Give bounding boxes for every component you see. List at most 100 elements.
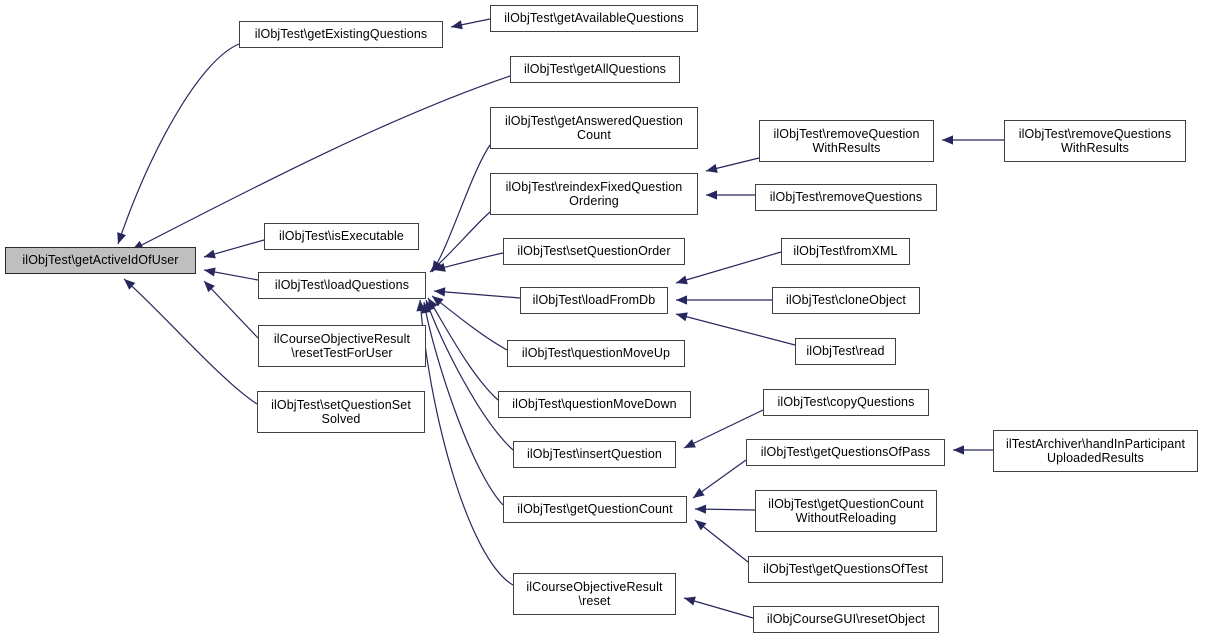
graph-node-label: ilObjTest\getAllQuestions xyxy=(523,62,667,77)
graph-node-ilobjtest-fromxml[interactable]: ilObjTest\fromXML xyxy=(781,238,910,265)
edge-n14-to-n10 xyxy=(433,287,521,299)
graph-node-ilobjtest-getquestionsofpass[interactable]: ilObjTest\getQuestionsOfPass xyxy=(746,439,945,466)
graph-node-label: ilObjTest\removeQuestion WithResults xyxy=(773,126,920,156)
graph-node-ilcourseobjectiveresult-reset[interactable]: ilCourseObjectiveResult \reset xyxy=(513,573,676,615)
graph-node-ilobjtest-getexistingquestions[interactable]: ilObjTest\getExistingQuestions xyxy=(239,21,443,48)
edge-n5-to-n10 xyxy=(429,211,491,273)
edge-n18-to-n10 xyxy=(431,295,508,351)
edge-n22-to-n24 xyxy=(692,459,747,499)
arrowhead-icon xyxy=(416,300,426,312)
graph-node-label: ilObjTest\reindexFixedQuestion Ordering xyxy=(505,179,683,209)
arrowhead-icon xyxy=(204,281,215,293)
edge-n1-to-n0 xyxy=(117,43,240,245)
graph-node-ilobjtest-copyquestions[interactable]: ilObjTest\copyQuestions xyxy=(763,389,929,416)
edge-n20-to-n10 xyxy=(425,299,514,451)
edge-n21-to-n20 xyxy=(683,409,764,449)
graph-node-label: ilObjTest\loadFromDb xyxy=(532,293,656,308)
graph-node-ilobjtest-read[interactable]: ilObjTest\read xyxy=(795,338,896,365)
graph-node-ilobjtest-getquestionsoftest[interactable]: ilObjTest\getQuestionsOfTest xyxy=(748,556,943,583)
graph-node-label: ilObjTest\loadQuestions xyxy=(274,278,410,293)
graph-node-label: ilObjTest\setQuestionOrder xyxy=(517,244,671,259)
graph-node-ilobjtest-questionmoveup[interactable]: ilObjTest\questionMoveUp xyxy=(507,340,685,367)
arrowhead-icon xyxy=(676,275,688,285)
edge-n25-to-n24 xyxy=(694,504,756,514)
edge-n9-to-n0 xyxy=(203,239,265,259)
graph-node-label: ilObjTest\getQuestionsOfPass xyxy=(760,445,931,460)
graph-node-ilobjtest-setquestionset-solved[interactable]: ilObjTest\setQuestionSet Solved xyxy=(257,391,425,433)
graph-node-label: ilObjTest\insertQuestion xyxy=(526,447,662,462)
graph-node-iltestarchiver-handinparticipant-uploadedresults[interactable]: ilTestArchiver\handInParticipant Uploade… xyxy=(993,430,1198,472)
arrowhead-icon xyxy=(204,249,216,259)
arrowhead-icon xyxy=(430,261,442,272)
edge-n23-to-n22 xyxy=(953,445,993,455)
graph-node-label: ilObjTest\getQuestionCount xyxy=(517,502,673,517)
graph-node-label: ilTestArchiver\handInParticipant Uploade… xyxy=(1005,436,1186,466)
graph-node-label: ilObjTest\removeQuestions WithResults xyxy=(1018,126,1172,156)
arrowhead-icon xyxy=(942,135,953,145)
graph-node-label: ilObjCourseGUI\resetObject xyxy=(766,612,926,627)
graph-node-ilobjtest-removequestions[interactable]: ilObjTest\removeQuestions xyxy=(755,184,937,211)
edge-n27-to-n0 xyxy=(416,299,514,586)
graph-node-label: ilObjTest\isExecutable xyxy=(278,229,405,244)
edge-n8-to-n6 xyxy=(942,135,1004,145)
graph-node-ilobjtest-removequestions-withresults[interactable]: ilObjTest\removeQuestions WithResults xyxy=(1004,120,1186,162)
edge-n12-to-n0 xyxy=(123,278,258,405)
arrowhead-icon xyxy=(432,296,444,307)
arrowhead-icon xyxy=(434,262,446,272)
edge-n16-to-n14 xyxy=(676,295,772,305)
graph-node-label: ilObjTest\getExistingQuestions xyxy=(254,27,428,42)
graph-node-ilobjtest-cloneobject[interactable]: ilObjTest\cloneObject xyxy=(772,287,920,314)
graph-node-ilobjcoursegui-resetobject[interactable]: ilObjCourseGUI\resetObject xyxy=(753,606,939,633)
edge-n28-to-n27 xyxy=(683,596,754,619)
graph-node-label: ilCourseObjectiveResult \resetTestForUse… xyxy=(273,331,411,361)
graph-node-label: ilCourseObjectiveResult \reset xyxy=(526,579,663,609)
edge-n11-to-n0 xyxy=(203,280,259,339)
graph-node-label: ilObjTest\questionMoveDown xyxy=(512,397,677,412)
graph-node-label: ilObjTest\getQuestionCount WithoutReload… xyxy=(768,496,924,526)
graph-node-label: ilObjTest\getAvailableQuestions xyxy=(504,11,684,26)
arrowhead-icon xyxy=(434,287,446,297)
graph-node-ilobjtest-getansweredquestion-count[interactable]: ilObjTest\getAnsweredQuestion Count xyxy=(490,107,698,149)
graph-node-ilobjtest-getquestioncount-withoutreloading[interactable]: ilObjTest\getQuestionCount WithoutReload… xyxy=(755,490,937,532)
graph-node-ilobjtest-isexecutable[interactable]: ilObjTest\isExecutable xyxy=(264,223,419,250)
edge-n10-to-n0 xyxy=(203,267,259,281)
edge-n4-to-n10 xyxy=(431,144,491,273)
edge-n24-to-n10 xyxy=(421,301,504,506)
edge-n2-to-n1 xyxy=(450,18,491,30)
graph-node-ilobjtest-loadfromdb[interactable]: ilObjTest\loadFromDb xyxy=(520,287,668,314)
edge-n6-to-n5 xyxy=(705,157,760,173)
graph-node-ilobjtest-getactiveidofuser[interactable]: ilObjTest\getActiveIdOfUser xyxy=(5,247,196,274)
arrowhead-icon xyxy=(421,302,431,314)
edge-n13-to-n10 xyxy=(433,252,504,272)
graph-node-label: ilObjTest\copyQuestions xyxy=(777,395,915,410)
arrowhead-icon xyxy=(684,439,696,448)
edge-n17-to-n14 xyxy=(675,312,796,346)
graph-node-label: ilObjTest\getQuestionsOfTest xyxy=(763,562,928,577)
arrowhead-icon xyxy=(676,312,688,322)
graph-node-label: ilObjTest\read xyxy=(806,344,885,359)
arrowhead-icon xyxy=(695,520,707,531)
edge-n15-to-n14 xyxy=(675,251,782,285)
edge-n26-to-n24 xyxy=(694,519,749,563)
graph-node-label: ilObjTest\questionMoveUp xyxy=(521,346,671,361)
graph-node-ilobjtest-insertquestion[interactable]: ilObjTest\insertQuestion xyxy=(513,441,676,468)
graph-node-ilobjtest-questionmovedown[interactable]: ilObjTest\questionMoveDown xyxy=(498,391,691,418)
arrowhead-icon xyxy=(451,20,463,30)
graph-node-ilobjtest-getallquestions[interactable]: ilObjTest\getAllQuestions xyxy=(510,56,680,83)
arrowhead-icon xyxy=(117,232,126,244)
arrowhead-icon xyxy=(693,487,705,498)
graph-node-ilobjtest-getavailablequestions[interactable]: ilObjTest\getAvailableQuestions xyxy=(490,5,698,32)
graph-node-ilobjtest-removequestion-withresults[interactable]: ilObjTest\removeQuestion WithResults xyxy=(759,120,934,162)
graph-node-ilobjtest-loadquestions[interactable]: ilObjTest\loadQuestions xyxy=(258,272,426,299)
arrowhead-icon xyxy=(676,295,687,305)
arrowhead-icon xyxy=(124,279,136,290)
graph-node-ilobjtest-getquestioncount[interactable]: ilObjTest\getQuestionCount xyxy=(503,496,687,523)
graph-node-ilobjtest-reindexfixedquestion-ordering[interactable]: ilObjTest\reindexFixedQuestion Ordering xyxy=(490,173,698,215)
graph-node-label: ilObjTest\cloneObject xyxy=(785,293,907,308)
arrowhead-icon xyxy=(953,445,964,455)
graph-node-ilcourseobjectiveresult-resettestforuser[interactable]: ilCourseObjectiveResult \resetTestForUse… xyxy=(258,325,426,367)
graph-node-ilobjtest-setquestionorder[interactable]: ilObjTest\setQuestionOrder xyxy=(503,238,685,265)
edge-n7-to-n5 xyxy=(706,190,755,200)
